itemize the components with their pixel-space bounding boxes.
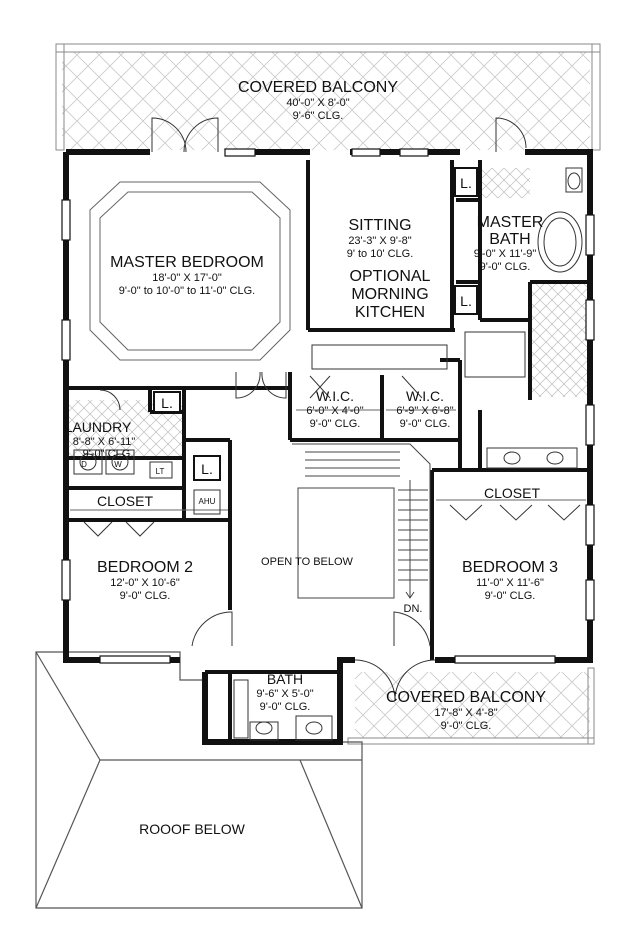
balcony-top-floor <box>62 52 590 150</box>
room-name: COVERED BALCONY <box>386 689 546 706</box>
room-name: COVERED BALCONY <box>238 79 398 96</box>
linen-closet-label: L. <box>460 175 472 191</box>
room-name: CLOSET <box>97 493 153 509</box>
room-bedroom-2: BEDROOM 2 12'-0" X 10'-6" 9'-0" CLG. <box>97 559 193 602</box>
room-name: BATH <box>267 671 303 687</box>
room-name-line2: BATH <box>489 231 530 248</box>
room-name: BEDROOM 2 <box>97 559 193 576</box>
linen-closet-label: L. <box>460 293 472 309</box>
room-closet-left: CLOSET <box>97 493 153 509</box>
washer-label: W <box>114 460 122 469</box>
closet-shelves <box>70 409 586 511</box>
room-covered-balcony-bottom: COVERED BALCONY 17'-8" X 4'-8" 9'-0" CLG… <box>386 689 546 732</box>
room-size: 8'-8" X 6'-11" <box>73 436 136 448</box>
laundry-tub-label: LT <box>156 467 165 476</box>
room-bedroom-3: BEDROOM 3 11'-0" X 11'-6" 9'-0" CLG. <box>462 559 558 602</box>
room-name: BEDROOM 3 <box>462 559 558 576</box>
room-name: LAUNDRY <box>65 419 132 435</box>
staircase <box>292 443 431 620</box>
room-name: OPEN TO BELOW <box>261 556 354 568</box>
room-size: 6'-9" X 6'-8" <box>396 405 453 417</box>
room-roof-below: ROOOF BELOW <box>139 821 246 837</box>
tray-ceiling <box>89 181 291 361</box>
balcony-railing-bottom <box>347 667 595 745</box>
room-size: 12'-0" X 10'-6" <box>110 577 180 589</box>
linen-closets <box>153 167 478 481</box>
room-size: 11'-0" X 11'-6" <box>476 577 544 589</box>
room-ceiling: 9'-0" CLG. <box>485 590 536 602</box>
fixtures <box>73 167 583 741</box>
room-optional-kitchen: OPTIONAL MORNING KITCHEN <box>350 268 431 321</box>
room-ceiling: 9'-0" CLG. <box>83 448 134 460</box>
room-name: MASTER BEDROOM <box>110 254 264 271</box>
room-wic-right: W.I.C. 6'-9" X 6'-8" 9'-0" CLG. <box>396 388 453 430</box>
room-open-to-below: OPEN TO BELOW <box>261 556 354 568</box>
room-ceiling: 9'-0" CLG. <box>480 261 531 273</box>
room-size: 23'-3" X 9'-8" <box>348 235 411 247</box>
room-ceiling: 9'-0" to 10'-0" to 11'-0" CLG. <box>119 285 255 297</box>
room-name-line3: KITCHEN <box>355 304 425 321</box>
room-wic-left: W.I.C. 6'-0" X 4'-0" 9'-0" CLG. <box>306 388 363 430</box>
room-name: W.I.C. <box>406 388 444 404</box>
linen-closet-label: L. <box>161 395 173 411</box>
room-size: 18'-0" X 17'-0" <box>152 272 222 284</box>
linen-closet-label: L. <box>201 461 213 477</box>
room-master-bath: MASTER BATH 9'-0" X 11'-9" 9'-0" CLG. <box>474 214 544 273</box>
room-laundry: LAUNDRY 8'-8" X 6'-11" 9'-0" CLG. <box>65 419 136 460</box>
room-name-line1: MASTER <box>477 214 544 231</box>
doors <box>83 117 581 701</box>
interior-walls <box>66 160 590 742</box>
room-covered-balcony-top: COVERED BALCONY 40'-0" X 8'-0" 9'-6" CLG… <box>238 79 398 122</box>
room-ceiling: 9'-0" CLG. <box>400 418 451 430</box>
room-name: ROOOF BELOW <box>139 821 246 837</box>
room-name-line2: MORNING <box>351 286 428 303</box>
room-size: 9'-0" X 11'-9" <box>474 248 537 260</box>
shower-tile <box>530 282 590 397</box>
room-sitting: SITTING 23'-3" X 9'-8" 9' to 10' CLG. <box>347 217 414 260</box>
balcony-bottom-floor <box>355 672 590 738</box>
room-size: 17'-8" X 4'-8" <box>434 707 497 719</box>
room-ceiling: 9'-0" CLG. <box>441 720 492 732</box>
room-name: SITTING <box>348 217 411 234</box>
room-ceiling: 9'-0" CLG. <box>310 418 361 430</box>
room-name: W.I.C. <box>316 388 354 404</box>
room-ceiling: 9'-0" CLG. <box>120 590 171 602</box>
room-size: 40'-0" X 8'-0" <box>286 97 349 109</box>
room-ceiling: 9'-6" CLG. <box>293 110 344 122</box>
master-bath-tile <box>480 168 530 198</box>
room-ceiling: 9'-0" CLG. <box>260 701 311 713</box>
stair-down-label: DN. <box>404 603 423 615</box>
room-closet-right: CLOSET <box>484 485 540 501</box>
room-ceiling: 9' to 10' CLG. <box>347 248 414 260</box>
dryer-label: D <box>81 460 87 469</box>
room-size: 9'-6" X 5'-0" <box>256 688 313 700</box>
room-bath: BATH 9'-6" X 5'-0" 9'-0" CLG. <box>256 671 313 713</box>
room-master-bedroom: MASTER BEDROOM 18'-0" X 17'-0" 9'-0" to … <box>110 254 264 297</box>
ahu-label: AHU <box>199 497 216 506</box>
room-name: CLOSET <box>484 485 540 501</box>
windows <box>61 148 595 664</box>
room-name-line1: OPTIONAL <box>350 268 431 285</box>
room-size: 6'-0" X 4'-0" <box>306 405 363 417</box>
balcony-railing-top <box>55 43 601 151</box>
